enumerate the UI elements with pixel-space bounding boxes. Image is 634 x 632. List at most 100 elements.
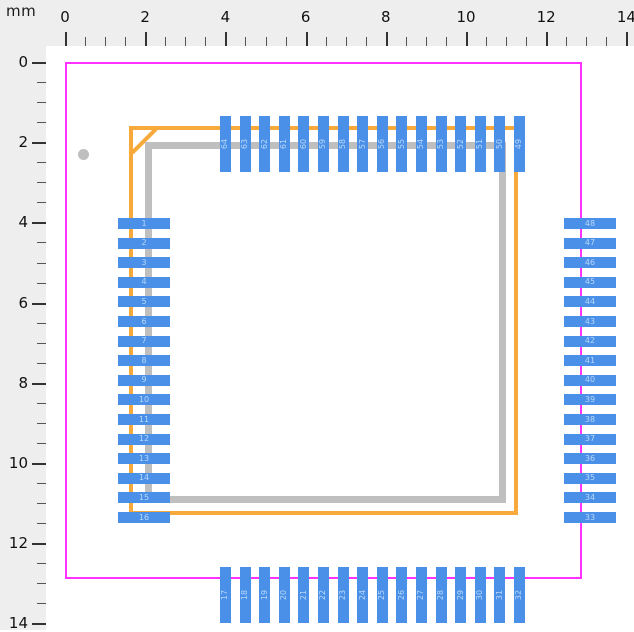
pad-57[interactable]: 57 [357, 116, 369, 172]
pad-62[interactable]: 62 [259, 116, 271, 172]
pad-22[interactable]: 22 [318, 567, 329, 623]
pad-number-label: 33 [584, 512, 596, 522]
pad-46[interactable]: 46 [564, 257, 616, 269]
ruler-tick-horizontal [305, 32, 308, 46]
pad-14[interactable]: 14 [118, 472, 170, 484]
ruler-tick-vertical [37, 342, 46, 344]
pad-63[interactable]: 63 [239, 116, 251, 172]
pad-40[interactable]: 40 [564, 374, 616, 386]
pad-21[interactable]: 21 [298, 567, 310, 623]
pad-52[interactable]: 52 [455, 116, 467, 172]
pad-64[interactable]: 64 [220, 116, 231, 172]
pad-43[interactable]: 43 [564, 316, 616, 327]
pad-1[interactable]: 1 [118, 218, 170, 229]
pad-12[interactable]: 12 [118, 433, 170, 445]
pad-47[interactable]: 47 [564, 237, 616, 249]
ruler-tick-vertical [37, 82, 46, 84]
pad-45[interactable]: 45 [564, 276, 616, 288]
ruler-tick-vertical [37, 603, 46, 605]
ruler-tick-horizontal [405, 37, 407, 46]
pad-42[interactable]: 42 [564, 335, 616, 347]
pad-33[interactable]: 33 [564, 512, 616, 523]
ruler-tick-vertical [37, 503, 46, 505]
pad-18[interactable]: 18 [239, 567, 251, 623]
ruler-tick-horizontal [185, 37, 187, 46]
pad-44[interactable]: 44 [564, 296, 616, 308]
pad-16[interactable]: 16 [118, 512, 170, 523]
ruler-tick-vertical [37, 162, 46, 164]
pad-19[interactable]: 19 [259, 567, 271, 623]
pad-25[interactable]: 25 [376, 567, 388, 623]
pad-61[interactable]: 61 [278, 116, 290, 172]
pad-59[interactable]: 59 [318, 116, 329, 172]
pad-32[interactable]: 32 [514, 567, 525, 623]
ruler-tick-horizontal [285, 37, 287, 46]
ruler-tick-horizontal [345, 37, 347, 46]
pad-41[interactable]: 41 [564, 355, 616, 367]
pad-number-label: 5 [141, 296, 147, 306]
ruler-tick-horizontal [265, 37, 267, 46]
pad-27[interactable]: 27 [416, 567, 427, 623]
ruler-label-vertical: 4 [18, 213, 28, 232]
pad-4[interactable]: 4 [118, 276, 170, 288]
ruler-tick-horizontal [546, 32, 549, 46]
pad-30[interactable]: 30 [474, 567, 486, 623]
ruler-label-vertical: 2 [18, 133, 28, 152]
pad-34[interactable]: 34 [564, 492, 616, 504]
pad-number-label: 36 [584, 453, 596, 463]
pad-58[interactable]: 58 [337, 116, 349, 172]
pad-number-label: 14 [138, 473, 150, 483]
pad-number-label: 9 [141, 375, 147, 385]
pad-29[interactable]: 29 [455, 567, 467, 623]
pad-number-label: 31 [494, 589, 504, 601]
pad-50[interactable]: 50 [494, 116, 506, 172]
pad-number-label: 41 [584, 355, 596, 365]
pad-11[interactable]: 11 [118, 414, 170, 425]
pad-28[interactable]: 28 [435, 567, 447, 623]
pad-51[interactable]: 51 [474, 116, 486, 172]
pad-49[interactable]: 49 [514, 116, 525, 172]
pad-23[interactable]: 23 [337, 567, 349, 623]
pin1-chamfer-icon [131, 128, 158, 155]
pad-38[interactable]: 38 [564, 414, 616, 425]
pad-55[interactable]: 55 [396, 116, 408, 172]
pad-3[interactable]: 3 [118, 257, 170, 269]
pad-26[interactable]: 26 [396, 567, 408, 623]
pad-54[interactable]: 54 [416, 116, 427, 172]
pad-35[interactable]: 35 [564, 472, 616, 484]
pad-8[interactable]: 8 [118, 355, 170, 367]
pad-39[interactable]: 39 [564, 394, 616, 406]
pad-number-label: 23 [338, 589, 348, 601]
pad-13[interactable]: 13 [118, 453, 170, 465]
pad-number-label: 4 [141, 277, 147, 287]
pad-number-label: 13 [138, 453, 150, 463]
ruler-tick-vertical [37, 483, 46, 485]
ruler-label-vertical: 12 [8, 534, 28, 553]
ruler-label-horizontal: 10 [456, 8, 476, 26]
pad-2[interactable]: 2 [118, 237, 170, 249]
pad-10[interactable]: 10 [118, 394, 170, 406]
pad-53[interactable]: 53 [435, 116, 447, 172]
pad-5[interactable]: 5 [118, 296, 170, 308]
pad-24[interactable]: 24 [357, 567, 369, 623]
pad-15[interactable]: 15 [118, 492, 170, 504]
pad-60[interactable]: 60 [298, 116, 310, 172]
pad-20[interactable]: 20 [278, 567, 290, 623]
pad-number-label: 10 [138, 394, 150, 404]
pad-9[interactable]: 9 [118, 374, 170, 386]
pad-56[interactable]: 56 [376, 116, 388, 172]
pad-7[interactable]: 7 [118, 335, 170, 347]
ruler-tick-horizontal [425, 37, 427, 46]
pad-48[interactable]: 48 [564, 218, 616, 229]
pad-number-label: 38 [584, 414, 596, 424]
pad-17[interactable]: 17 [220, 567, 231, 623]
pad-number-label: 34 [584, 492, 596, 502]
pad-37[interactable]: 37 [564, 433, 616, 445]
pad-6[interactable]: 6 [118, 316, 170, 327]
pad-31[interactable]: 31 [494, 567, 506, 623]
pad-36[interactable]: 36 [564, 453, 616, 465]
ruler-tick-horizontal [385, 32, 388, 46]
